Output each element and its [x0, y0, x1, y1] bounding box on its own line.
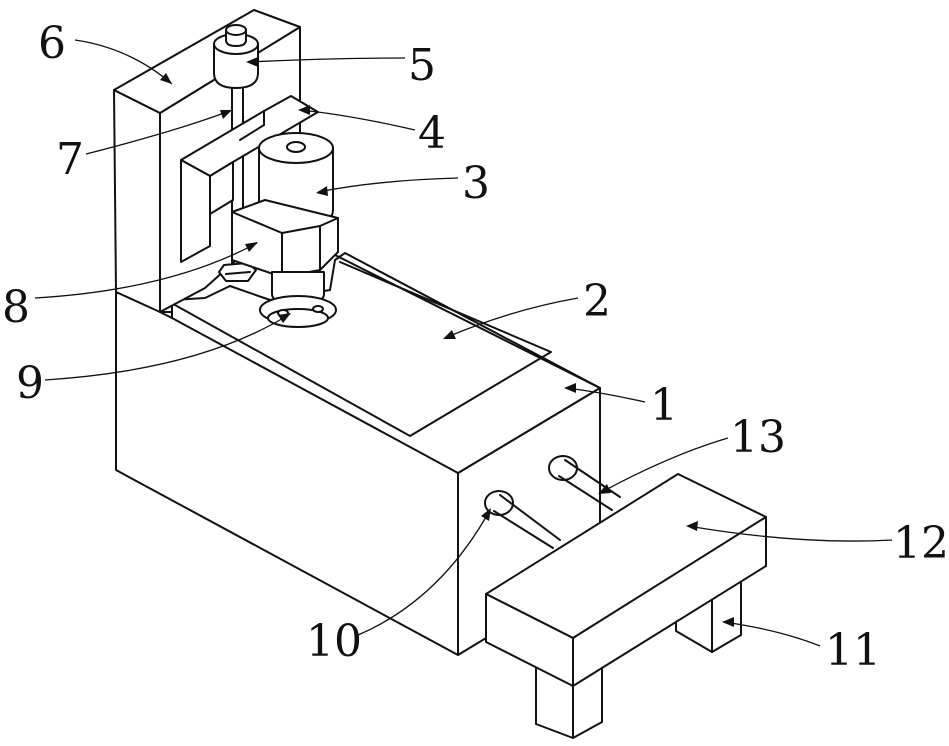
- label-12: 12: [893, 518, 949, 569]
- leader-3: [318, 178, 458, 192]
- label-2: 2: [583, 276, 611, 327]
- label-9: 9: [16, 358, 44, 409]
- label-1: 1: [650, 380, 678, 431]
- label-13: 13: [730, 412, 786, 463]
- cutter-head: [260, 272, 336, 327]
- cutter-bolt: [313, 306, 323, 312]
- top-motor-shaft-top: [226, 25, 246, 35]
- label-5: 5: [408, 40, 436, 91]
- label-6: 6: [38, 18, 66, 69]
- spindle-motor-shaft: [287, 142, 305, 152]
- label-7: 7: [56, 134, 84, 185]
- bracket-left-face: [181, 160, 210, 262]
- label-10: 10: [306, 616, 362, 667]
- label-3: 3: [462, 158, 490, 209]
- label-11: 11: [825, 625, 881, 676]
- label-4: 4: [418, 108, 446, 159]
- label-8: 8: [2, 282, 30, 333]
- column-left-face: [114, 90, 160, 312]
- rod-hole-upper: [549, 456, 577, 480]
